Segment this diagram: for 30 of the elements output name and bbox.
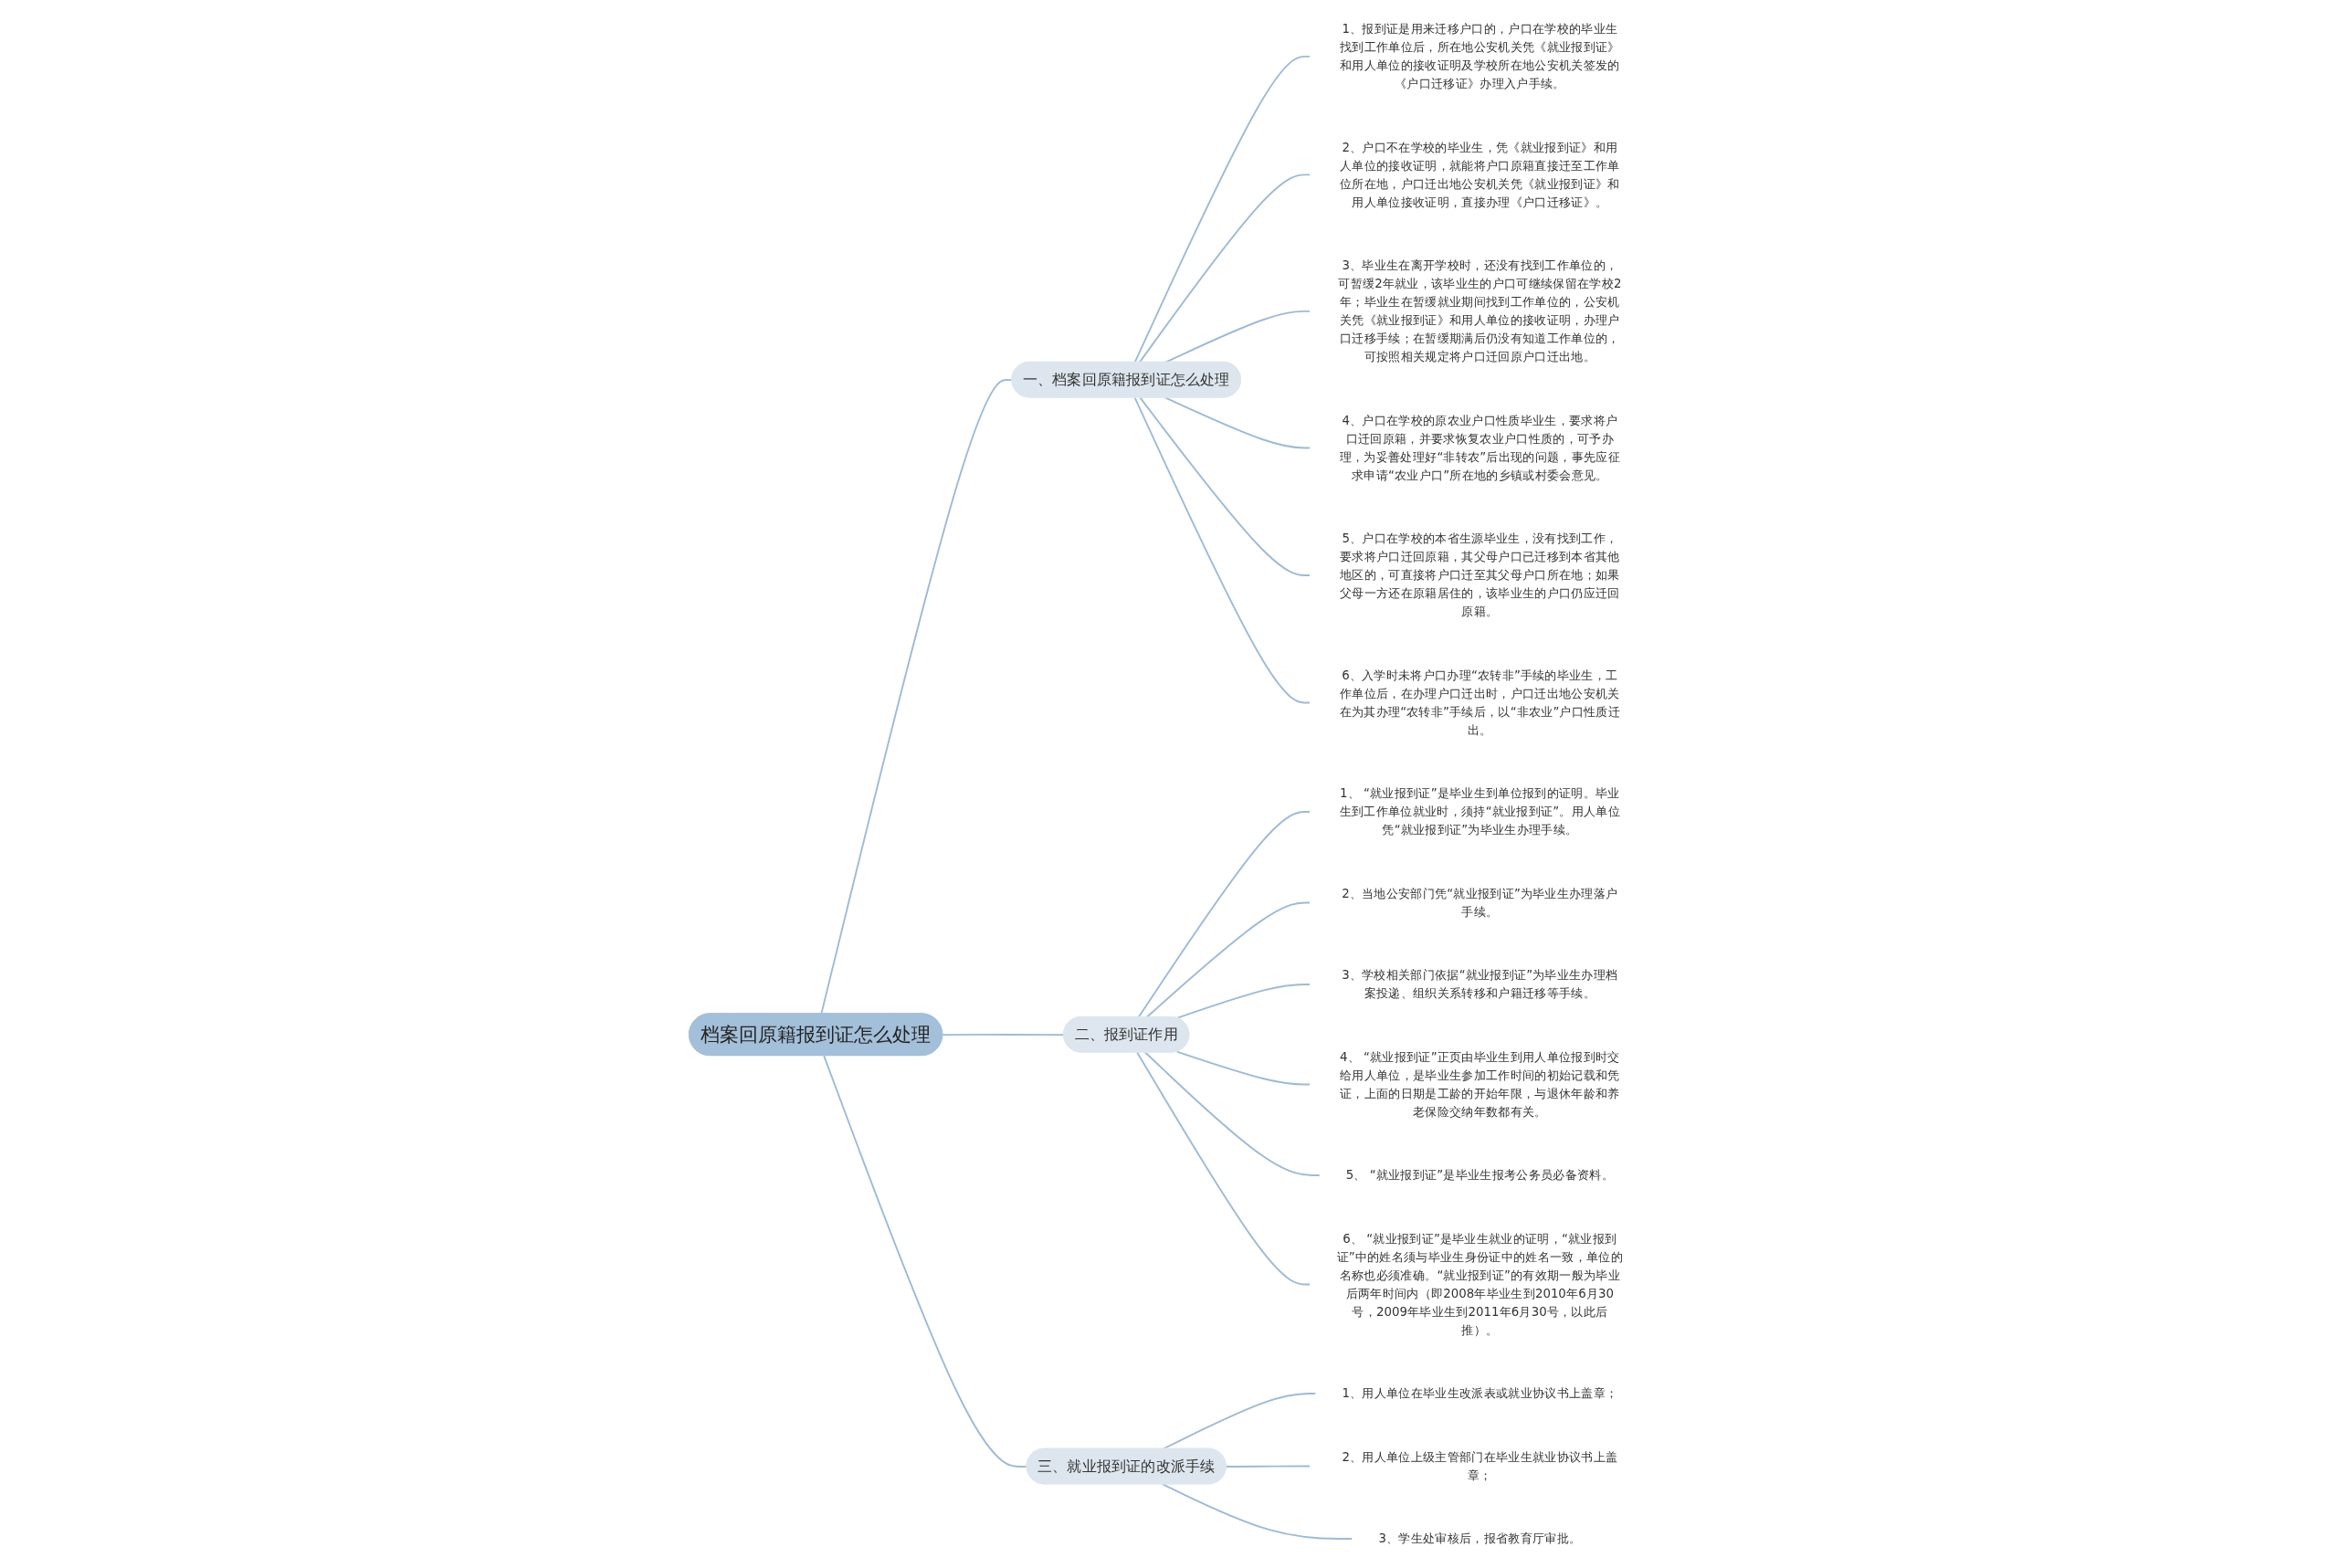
connector [1135, 1051, 1311, 1286]
connector [1139, 396, 1311, 576]
connector [1133, 396, 1311, 704]
connector [1143, 1051, 1321, 1176]
node-text: 5、 “就业报到证”是毕业生报考公务员必备资料。 [1345, 1167, 1614, 1183]
connector [1162, 1393, 1317, 1450]
node-text: 2、户口不在学校的毕业生，凭《就业报到证》和用人单位的接收证明，就能将户口原籍直接迁至工作单位所在地，户口迁出地公安机关凭《就业报到证》和用人单位接收证明，直接办理《户口迁移证》。 [1339, 140, 1620, 209]
connector [1225, 1465, 1311, 1468]
connector [1138, 174, 1311, 363]
node-text: 3、学生处审核后，报省教育厅审批。 [1378, 1531, 1581, 1546]
node-text: 3、毕业生在离开学校时，还没有找到工作单位的，可暂缓2年就业，该毕业生的户口可继续保留在学校2年；毕业生在暂缓就业期间找到工作单位的，公安机关凭《就业报到证》和用人单位的接收证明，办理户口迁移手续；在暂缓期满后仍没有知道工作单位的，可按照相关规定将户口迁回原户口迁出地。 [1337, 258, 1622, 364]
connector [1137, 811, 1311, 1018]
node-text: 1、报到证是用来迁移户口的，户口在学校的毕业生找到工作单位后，所在地公安机关凭《就业报到证》和用人单位的接收证明及学校所在地公安机关签发的《户口迁移证》办理入户手续。 [1339, 21, 1620, 91]
node-text: 5、户口在学校的本省生源毕业生，没有找到工作，要求将户口迁回原籍，其父母户口已迁移到本省其他地区的，可直接将户口迁至其父母户口所在地；如果父母一方还在原籍居住的，该毕业生的户口仍应迁回原籍。 [1339, 531, 1620, 619]
connector [1175, 1050, 1311, 1086]
connector [1175, 984, 1311, 1019]
node-text: 1、用人单位在毕业生改派表或就业协议书上盖章； [1342, 1385, 1617, 1401]
connector [941, 1033, 1065, 1037]
node-text: 1、 “就业报到证”是毕业生到单位报到的证明。毕业生到工作单位就业时，须持“就业报到证”。用人单位凭“就业报到证”为毕业生办理手续。 [1339, 785, 1620, 837]
connector [1145, 901, 1311, 1018]
connector [1133, 55, 1311, 363]
node-text: 6、入学时未将户口办理“农转非”手续的毕业生，工作单位后，在办理户口迁出时，户口迁出地公安机关在为其办理“农转非”手续后，以“非农业”户口性质迁出。 [1339, 668, 1620, 737]
node-text: 2、用人单位上级主管部门在毕业生就业协议书上盖章； [1342, 1449, 1617, 1482]
node-text: 6、 “就业报到证”是毕业生就业的证明，“就业报到证”中的姓名须与毕业生身份证中的姓名一致，单位的名称也必须准确。“就业报到证”的有效期一般为毕业后两年时间内（即2008年毕业生到2010年6月30号，2009年毕业生到2011年6月30号，以此后推）。 [1336, 1231, 1623, 1337]
node-text: 3、学校相关部门依据“就业报到证”为毕业生办理档案投递、组织关系转移和户籍迁移等手续。 [1341, 967, 1618, 1001]
connector [1162, 1483, 1353, 1541]
node-text: 2、当地公安部门凭“就业报到证”为毕业生办理落户手续。 [1341, 886, 1618, 919]
node-text: 4、 “就业报到证”正页由毕业生到用人单位报到时交给用人单位，是毕业生参加工作时间的初始记载和凭证，上面的日期是工龄的开始年限，与退休年龄和养老保险交纳年数都有关。 [1339, 1049, 1620, 1119]
node-text: 4、户口在学校的原农业户口性质毕业生，要求将户口迁回原籍，并要求恢复农业户口性质的，可予办理，为妥善处理好“非转农”后出现的问题，事先应征求申请“农业户口”所在地的乡镇或村委会意见。 [1339, 413, 1620, 482]
connector [1164, 396, 1311, 449]
